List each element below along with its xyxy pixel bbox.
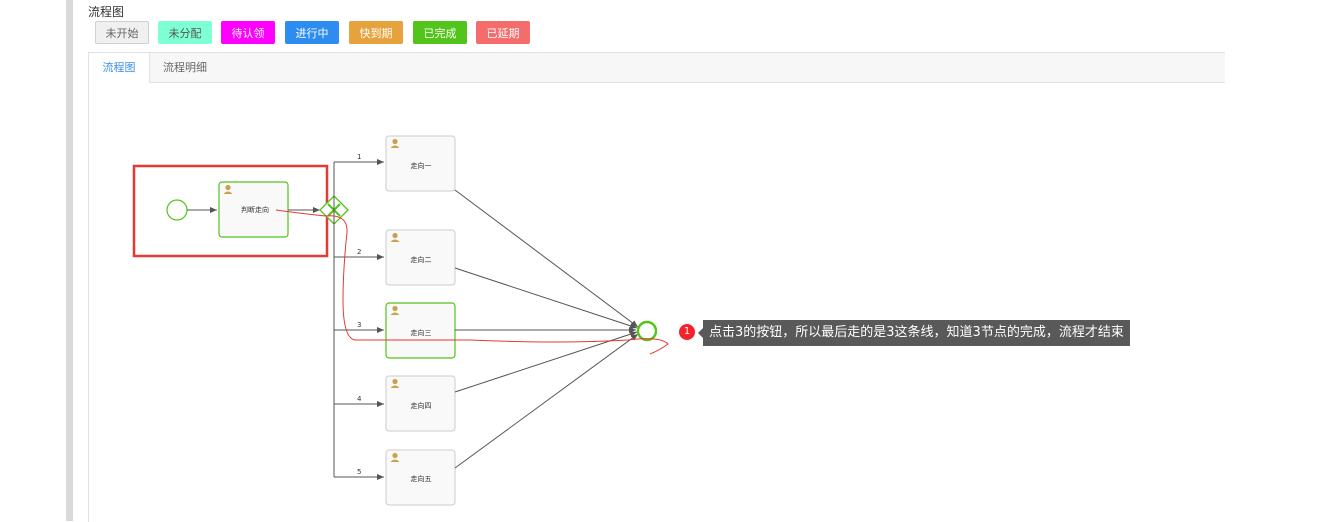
- task-label: 走向二: [411, 255, 432, 264]
- edge-label: 2: [357, 248, 361, 256]
- task-label: 走向三: [411, 328, 432, 337]
- edge-label: 3: [357, 321, 361, 329]
- legend-pending-claim[interactable]: 待认领: [221, 21, 275, 44]
- tab-flowchart[interactable]: 流程图: [89, 53, 150, 83]
- task-route-2[interactable]: 走向二: [385, 229, 456, 286]
- user-icon: [390, 232, 400, 242]
- edge-label: 5: [357, 468, 361, 476]
- task-route-5[interactable]: 走向五: [385, 449, 456, 506]
- user-icon: [223, 184, 233, 194]
- tab-bar: 流程图 流程明细: [89, 53, 1225, 83]
- edge-route5-end: [454, 333, 639, 469]
- legend-completed[interactable]: 已完成: [413, 21, 467, 44]
- left-scroll-bar: [66, 0, 73, 521]
- user-icon: [390, 378, 400, 388]
- task-label: 走向一: [411, 161, 432, 170]
- edge-label: 1: [357, 153, 361, 161]
- task-label: 走向五: [411, 474, 432, 483]
- user-icon: [390, 305, 400, 315]
- diagram-panel: 流程图 流程明细: [88, 52, 1225, 522]
- legend-in-progress[interactable]: 进行中: [285, 21, 339, 44]
- task-route-3[interactable]: 走向三: [385, 302, 456, 359]
- edge-route4-end: [454, 331, 638, 393]
- tab-flow-details[interactable]: 流程明细: [163, 61, 207, 74]
- start-event[interactable]: [166, 199, 188, 221]
- annotation-badge: 1: [679, 324, 695, 340]
- end-event[interactable]: [636, 320, 658, 342]
- legend-not-started[interactable]: 未开始: [95, 21, 149, 44]
- edge-route2-end: [454, 267, 638, 329]
- annotation-tooltip: 点击3的按钮，所以最后走的是3这条线，知道3节点的完成，流程才结束: [698, 320, 1130, 346]
- annotation-path: [275, 209, 669, 355]
- section-title: 流程图: [88, 5, 125, 19]
- task-judge[interactable]: 判断走向: [218, 181, 289, 238]
- user-icon: [390, 138, 400, 148]
- task-route-4[interactable]: 走向四: [385, 375, 456, 432]
- legend-delayed[interactable]: 已延期: [476, 21, 530, 44]
- edge-label: 4: [357, 395, 362, 403]
- user-icon: [390, 452, 400, 462]
- task-route-1[interactable]: 走向一: [385, 135, 456, 192]
- legend-unassigned[interactable]: 未分配: [158, 21, 212, 44]
- task-label: 走向四: [411, 401, 432, 410]
- task-label: 判断走向: [241, 205, 269, 214]
- edge-route1-end: [454, 189, 639, 328]
- legend-due-soon[interactable]: 快到期: [349, 21, 403, 44]
